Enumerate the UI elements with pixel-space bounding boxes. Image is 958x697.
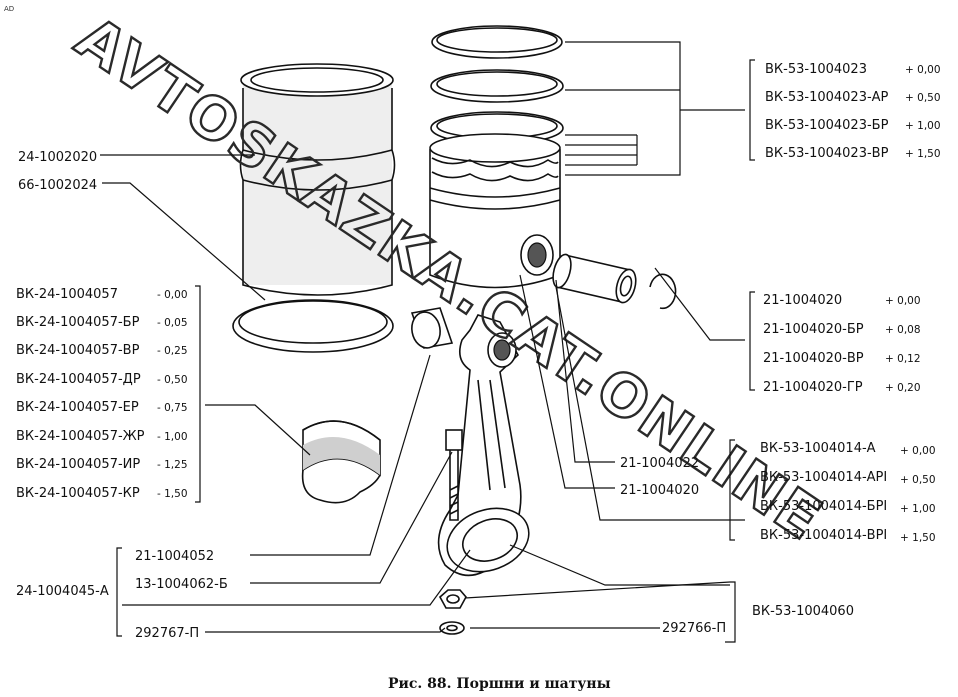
piston-size-2: + 1,00: [900, 503, 936, 515]
bearing-part-1: ВК-24-1004057-БР: [16, 315, 140, 330]
piston-size-1: + 0,50: [900, 474, 936, 486]
cylinder-sleeve: [239, 63, 396, 296]
piston-size-0: + 0,00: [900, 445, 936, 457]
pin-group: 21-1004020 + 0,00 21-1004020-БР + 0,08 2…: [763, 293, 921, 395]
bearing-part-2: ВК-24-1004057-ВР: [16, 343, 140, 358]
leader-lines: [100, 41, 755, 643]
piston-part-2: ВК-53-1004014-БРI: [760, 499, 887, 514]
rings-part-2: ВК-53-1004023-БР: [765, 118, 889, 133]
label-piston-pin-lock: 21-1004020: [620, 483, 699, 498]
rings-size-1: + 0,50: [905, 92, 941, 104]
rod-bolt: [445, 429, 463, 521]
pin-part-1: 21-1004020-БР: [763, 322, 864, 337]
bearing-size-2: - 0,25: [157, 345, 188, 357]
label-bolt: 13-1004062-Б: [135, 577, 228, 592]
snap-ring: [649, 273, 677, 310]
bearing-size-3: - 0,50: [157, 374, 188, 386]
big-end-bearing: [301, 420, 381, 504]
piston-rings: [430, 25, 564, 145]
piston-part-3: ВК-53-1004014-ВРI: [760, 528, 887, 543]
bearing-part-6: ВК-24-1004057-ИР: [16, 457, 140, 472]
bearing-group: ВК-24-1004057 - 0,00 ВК-24-1004057-БР - …: [16, 287, 188, 501]
piston-size-3: + 1,50: [900, 532, 936, 544]
bearing-size-0: - 0,00: [157, 289, 188, 301]
label-con-rod-assy: 24-1004045-А: [16, 584, 109, 599]
rod-nut: [438, 589, 467, 609]
figure-caption: Рис. 88. Поршни и шатуны: [388, 676, 611, 692]
label-nut-group: ВК-53-1004060: [752, 604, 854, 619]
label-sleeve: 24-1002020: [18, 150, 97, 165]
rings-part-3: ВК-53-1004023-ВР: [765, 146, 889, 161]
rings-part-0: ВК-53-1004023: [765, 62, 867, 77]
pin-size-3: + 0,20: [885, 382, 921, 394]
piston-group: ВК-53-1004014-А + 0,00 ВК-53-1004014-АРI…: [760, 441, 936, 544]
bearing-size-4: - 0,75: [157, 402, 188, 414]
bearing-part-0: ВК-24-1004057: [16, 287, 118, 302]
rings-size-3: + 1,50: [905, 148, 941, 160]
pin-part-3: 21-1004020-ГР: [763, 380, 863, 395]
rings-size-0: + 0,00: [905, 64, 941, 76]
piston-part-1: ВК-53-1004014-АРI: [760, 470, 887, 485]
bearing-size-5: - 1,00: [157, 431, 188, 443]
label-gasket: 21-1004052: [135, 549, 214, 564]
small-end-bushing: [410, 307, 454, 349]
bearing-size-7: - 1,50: [157, 488, 188, 500]
pin-size-0: + 0,00: [885, 295, 921, 307]
pin-size-1: + 0,08: [885, 324, 921, 336]
pin-size-2: + 0,12: [885, 353, 921, 365]
pin-part-0: 21-1004020: [763, 293, 842, 308]
bearing-part-5: ВК-24-1004057-ЖР: [16, 429, 145, 444]
corner-mark: AD: [4, 5, 14, 13]
piston-pin: [552, 253, 637, 304]
bearing-part-3: ВК-24-1004057-ДР: [16, 372, 141, 387]
piston-part-0: ВК-53-1004014-А: [760, 441, 876, 456]
connecting-rod: [437, 314, 530, 577]
bearing-part-7: ВК-24-1004057-КР: [16, 486, 140, 501]
piston: [429, 133, 561, 289]
bearing-size-6: - 1,25: [157, 459, 188, 471]
rings-size-2: + 1,00: [905, 120, 941, 132]
bearing-size-1: - 0,05: [157, 317, 188, 329]
sleeve-seal-ring: [232, 299, 394, 353]
rod-washer: [439, 621, 465, 635]
rings-part-1: ВК-53-1004023-АР: [765, 90, 889, 105]
label-sleeve-ring: 66-1002024: [18, 178, 97, 193]
label-nut: 292767-П: [135, 626, 199, 641]
rings-group: ВК-53-1004023 + 0,00 ВК-53-1004023-АР + …: [765, 62, 941, 161]
bearing-part-4: ВК-24-1004057-ЕР: [16, 400, 139, 415]
label-bushing: 21-1004022: [620, 456, 699, 471]
label-washer: 292766-П: [662, 621, 726, 636]
pin-part-2: 21-1004020-ВР: [763, 351, 864, 366]
